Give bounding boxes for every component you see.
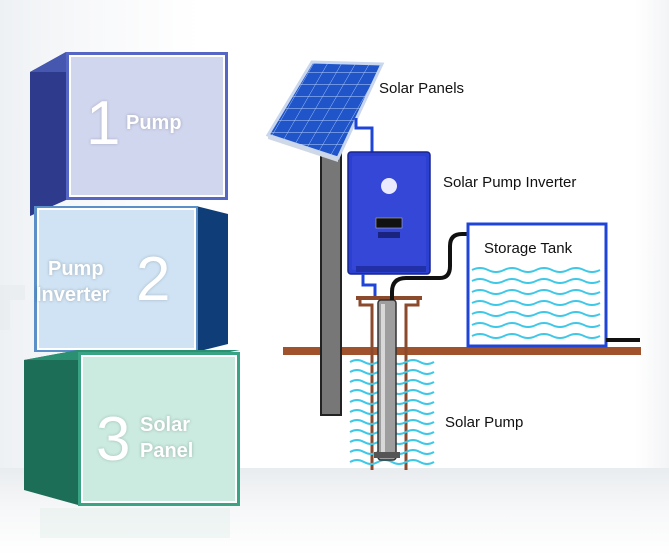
- solar-pump-label: Solar Pump: [445, 414, 524, 431]
- background-right-edge: [635, 0, 669, 556]
- block-3-label-line1: Solar: [140, 414, 191, 436]
- pump-graphic: [374, 299, 400, 461]
- block-2-number: 2: [136, 245, 171, 314]
- inverter-label: Solar Pump Inverter: [443, 174, 577, 191]
- block-2-label-line1: Pump: [48, 258, 104, 280]
- storage-tank-graphic: [466, 222, 608, 348]
- discharge-pipe: [390, 232, 474, 300]
- inverter-cable: [361, 274, 377, 296]
- panel-cable: [354, 118, 374, 152]
- well-casing: [356, 296, 422, 470]
- block-3-solar-panel: [24, 350, 240, 506]
- block-2-pump-inverter: [34, 206, 228, 352]
- block-1-pump: [30, 52, 228, 216]
- block-1-label: Pump: [126, 112, 182, 134]
- solar-panels-label: Solar Panels: [379, 80, 465, 97]
- block-2-label-line2: Inverter: [36, 284, 110, 306]
- block-3-number: 3: [96, 405, 131, 474]
- ground-line: [283, 347, 641, 355]
- block-1-number: 1: [86, 89, 121, 158]
- block-reflection: [40, 508, 230, 538]
- inverter-graphic: [347, 151, 431, 275]
- solar-panel-graphic: [265, 60, 385, 162]
- block-3-label-line2: Panel: [140, 440, 194, 462]
- storage-tank-label: Storage Tank: [484, 240, 573, 257]
- support-pole: [320, 149, 342, 416]
